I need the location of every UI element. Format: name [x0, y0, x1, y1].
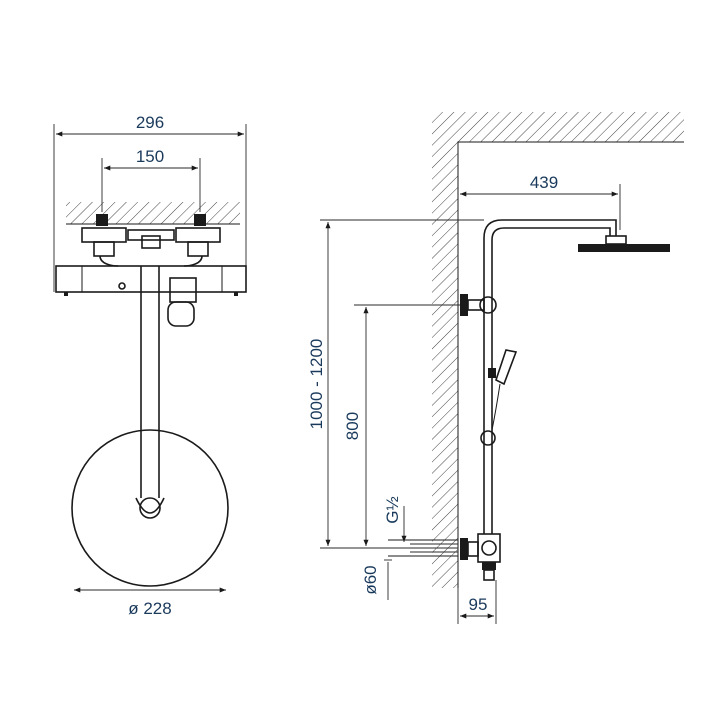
wall-hatch — [432, 142, 458, 588]
dim-escutcheon-diameter-label: ø60 — [361, 565, 380, 594]
left-union-body — [81, 227, 127, 243]
hand-shower-hose — [491, 383, 501, 431]
diverter-knob — [169, 277, 197, 303]
dim-head-diameter-label: ø 228 — [128, 599, 171, 618]
dim-wall-offset-label: 95 — [469, 595, 488, 614]
slider-knob — [480, 430, 496, 446]
thermostatic-mixer-body — [55, 265, 247, 293]
spout — [167, 301, 195, 327]
side-mixer-outlet — [482, 562, 496, 570]
wall-bracket-arm — [467, 299, 485, 311]
slider-holder — [488, 368, 496, 378]
front-view: 296 150 ø 228 — [53, 113, 247, 618]
center-connector — [127, 229, 175, 241]
mixer-button-icon — [118, 282, 126, 290]
head-swivel-joint — [605, 235, 627, 245]
right-union-body — [175, 227, 221, 243]
dim-mixer-height-label: 800 — [343, 412, 362, 440]
left-eccentric-curve — [99, 255, 119, 267]
riser-bottom-ring — [139, 497, 161, 519]
wall-bracket-clamp — [479, 296, 497, 314]
center-outlet — [141, 235, 161, 249]
mixer-foot-right — [234, 292, 238, 296]
dim-thread-size-label: G½ — [383, 496, 402, 523]
shower-head-profile — [578, 244, 670, 252]
mixer-foot-left — [64, 292, 68, 296]
right-eccentric-curve — [183, 255, 203, 267]
ceiling-hatch — [432, 112, 684, 142]
wall-face-line — [457, 141, 684, 588]
riser-elbow — [135, 497, 165, 514]
wall-bracket-plate — [460, 294, 468, 316]
left-union-nut — [96, 214, 108, 226]
side-union — [467, 541, 479, 557]
right-union-nut — [194, 214, 206, 226]
side-view: 439 1000 - 1200 — [307, 112, 684, 624]
side-mixer-spout — [483, 569, 495, 581]
side-escutcheon — [460, 538, 468, 560]
front-wall-hatch — [66, 202, 240, 224]
left-eccentric — [93, 241, 115, 257]
dim-overall-width-label: 296 — [136, 113, 164, 132]
arm-inner-edge — [491, 227, 611, 300]
hand-shower-icon — [495, 349, 518, 386]
right-eccentric — [187, 241, 209, 257]
arm-outer-edge — [483, 219, 617, 300]
dim-height-range-label: 1000 - 1200 — [307, 339, 326, 430]
dim-arm-projection-label: 439 — [530, 173, 558, 192]
dim-connection-spacing-label: 150 — [136, 147, 164, 166]
shower-head-plan — [71, 429, 229, 587]
side-mixer-dial — [481, 540, 497, 556]
